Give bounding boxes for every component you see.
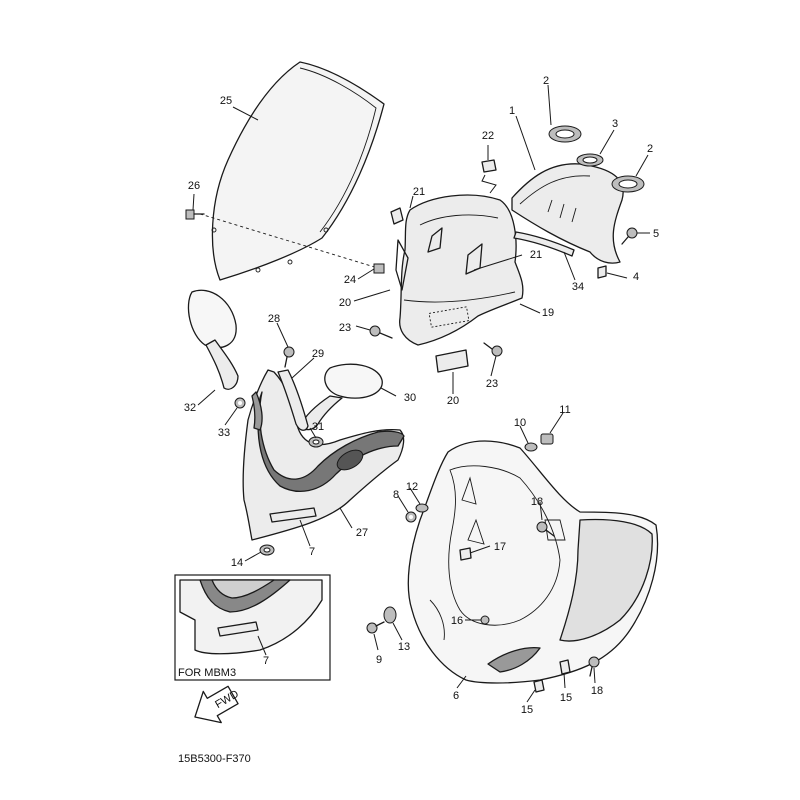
callout-10: 10 <box>514 417 526 429</box>
callout-31: 31 <box>312 421 324 433</box>
grommet-12 <box>415 503 429 513</box>
callout-32: 32 <box>184 402 196 414</box>
callout-23a: 23 <box>339 322 351 334</box>
grommet-14 <box>259 544 275 556</box>
screw-9 <box>366 621 385 634</box>
callout-17: 17 <box>494 541 506 553</box>
seal-20 <box>435 349 469 373</box>
callout-15b: 15 <box>560 692 572 704</box>
grommet-31 <box>308 436 324 448</box>
vent-strip-21a <box>427 227 443 253</box>
inset-caption: FOR MBM3 <box>178 667 236 679</box>
windshield <box>211 61 385 281</box>
callout-28: 28 <box>268 313 280 325</box>
callout-22: 22 <box>482 130 494 142</box>
front-cowl <box>407 440 659 684</box>
grommet-13 <box>383 606 397 624</box>
side-cowl <box>242 369 405 541</box>
callout-18a: 18 <box>531 496 543 508</box>
callout-labels: 25 26 22 21 21 1 2 3 2 5 4 34 24 20 19 2… <box>184 75 659 716</box>
screw-23b <box>483 342 503 357</box>
fwd-arrow: FWD <box>194 685 241 724</box>
clip-15b <box>559 659 571 675</box>
callout-21a: 21 <box>413 186 425 198</box>
screw-16 <box>480 615 490 625</box>
screw-26 <box>185 209 205 220</box>
mbm3-inset <box>174 574 331 681</box>
callout-24: 24 <box>344 274 356 286</box>
screw-23a <box>369 325 393 339</box>
screw-18b <box>588 656 600 677</box>
callout-18b: 18 <box>591 685 603 697</box>
callout-1: 1 <box>509 105 515 117</box>
callout-16: 16 <box>451 615 463 627</box>
screw-28 <box>283 346 295 368</box>
clip-15a <box>533 679 545 693</box>
bolt-11 <box>540 433 554 445</box>
callout-14: 14 <box>231 557 243 569</box>
callout-7a: 7 <box>309 546 315 558</box>
nut-33 <box>234 397 246 409</box>
nut-8 <box>405 511 417 523</box>
grommet-10 <box>524 442 538 452</box>
mirror-right <box>299 363 383 431</box>
clip-4 <box>597 265 607 279</box>
grommet-3 <box>576 153 604 167</box>
trim-34 <box>513 231 575 257</box>
callout-7b: 7 <box>263 655 269 667</box>
meter-cover <box>511 163 624 264</box>
callout-26: 26 <box>188 180 200 192</box>
callout-9: 9 <box>376 654 382 666</box>
clip-17 <box>459 547 472 561</box>
callout-5: 5 <box>653 228 659 240</box>
callout-11: 11 <box>559 404 570 416</box>
callout-33: 33 <box>218 427 230 439</box>
callout-34: 34 <box>572 281 584 293</box>
callout-12: 12 <box>406 481 418 493</box>
screw-18a <box>536 521 555 537</box>
clip-22 <box>481 159 497 173</box>
nut-24 <box>373 263 385 274</box>
callout-20b: 20 <box>447 395 459 407</box>
mirror-left <box>187 289 239 390</box>
grommet-2b <box>611 175 645 193</box>
callout-13: 13 <box>398 641 410 653</box>
callout-29: 29 <box>312 348 324 360</box>
screw-5 <box>621 227 638 245</box>
clip-21a <box>390 207 404 225</box>
callout-21b: 21 <box>530 249 542 261</box>
callout-6: 6 <box>453 690 459 702</box>
screw-path <box>199 213 379 269</box>
callout-30: 30 <box>404 392 416 404</box>
callout-20a: 20 <box>339 297 351 309</box>
callout-2b: 2 <box>647 143 653 155</box>
callout-27: 27 <box>356 527 368 539</box>
leader-lines <box>192 84 650 703</box>
trim-29 <box>277 369 309 431</box>
callout-23b: 23 <box>486 378 498 390</box>
callout-19: 19 <box>542 307 554 319</box>
callout-25: 25 <box>220 95 232 107</box>
callout-3: 3 <box>612 118 618 130</box>
callout-15a: 15 <box>521 704 533 716</box>
inner-panel <box>395 194 524 346</box>
callout-2a: 2 <box>543 75 549 87</box>
grommet-2a <box>548 125 582 143</box>
callout-8: 8 <box>393 489 399 501</box>
callout-4: 4 <box>633 271 639 283</box>
diagram-code: 15B5300-F370 <box>178 753 251 765</box>
